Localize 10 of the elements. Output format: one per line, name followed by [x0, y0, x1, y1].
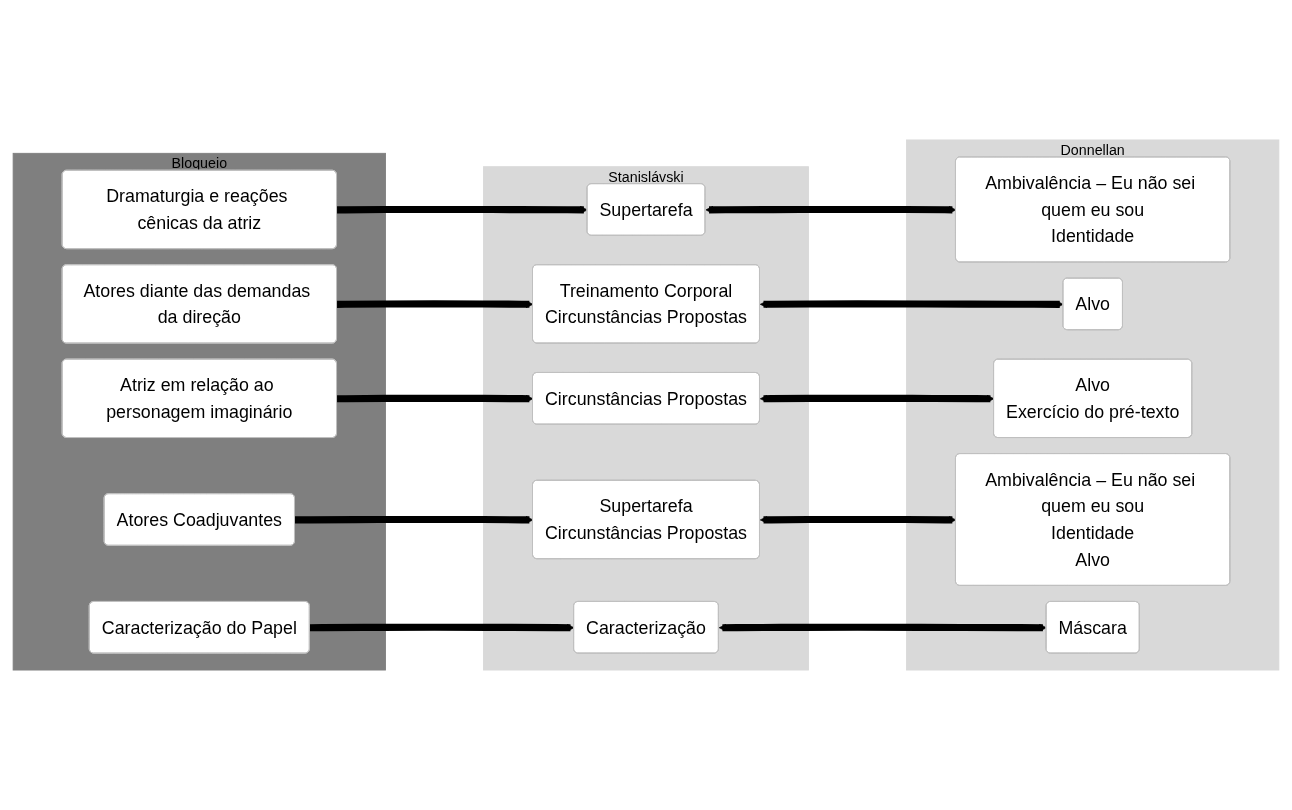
- arrow: [336, 300, 534, 309]
- arrow: [336, 394, 534, 403]
- arrow: [336, 205, 588, 214]
- arrow: [309, 623, 575, 632]
- arrow: [759, 300, 1064, 309]
- arrow: [759, 515, 957, 524]
- arrow: [294, 515, 534, 524]
- arrow: [759, 394, 995, 403]
- arrow: [718, 623, 1047, 632]
- arrow: [705, 205, 957, 214]
